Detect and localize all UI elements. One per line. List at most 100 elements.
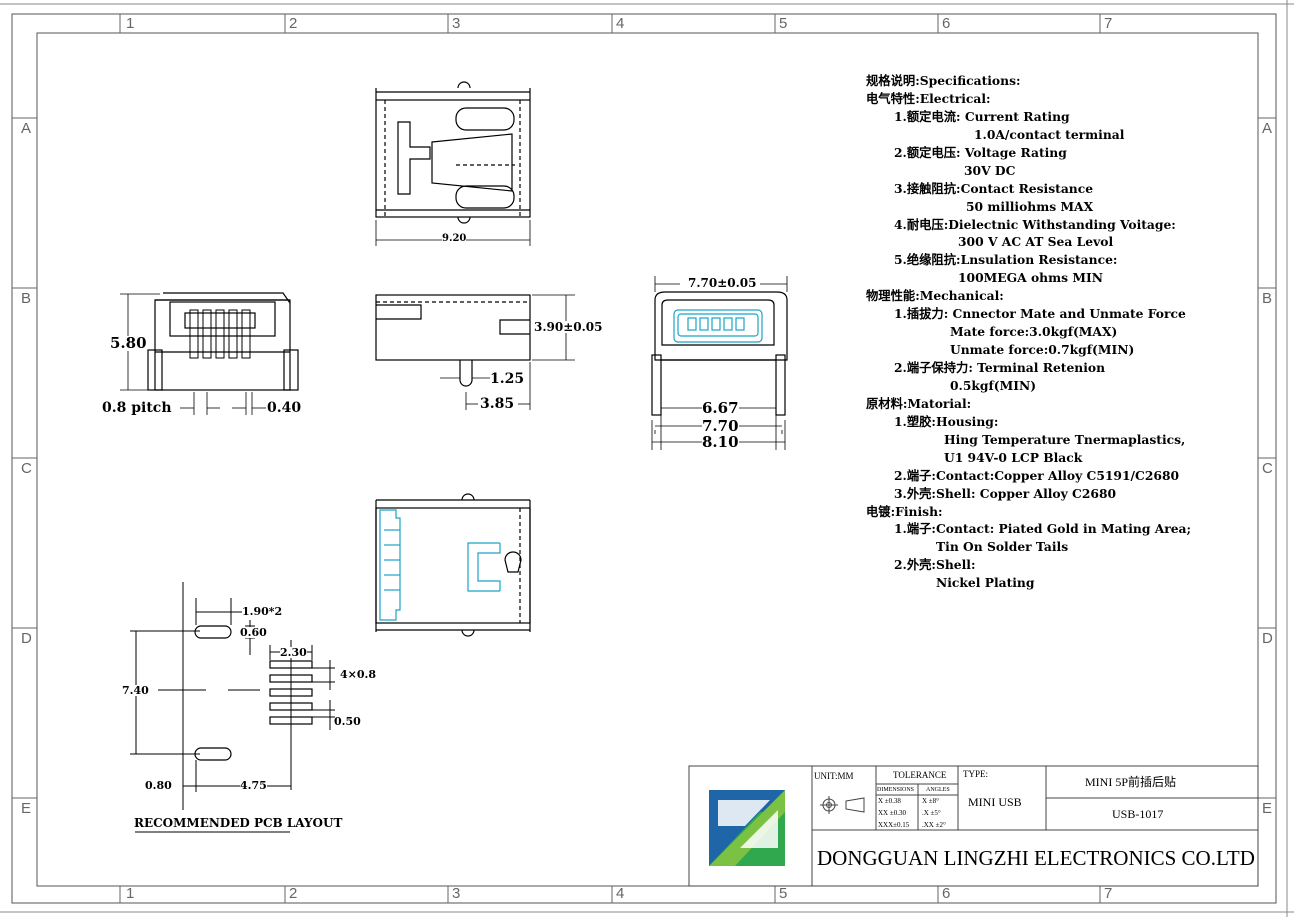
row-label-c-right: C	[1262, 460, 1273, 477]
type-value: MINI USB	[968, 795, 1022, 809]
spec-line: 2.额定电压: Voltage Rating	[894, 144, 1067, 160]
company-logo	[709, 790, 785, 866]
spec-line: 3.外壳:Shell: Copper Alloy C2680	[894, 485, 1117, 501]
company-name: DONGGUAN LINGZHI ELECTRONICS CO.LTD	[817, 846, 1255, 870]
tol-dim-row-3: XXX±0.15	[878, 821, 910, 829]
dim-label-peg-dia: 1.25	[490, 371, 525, 387]
tol-dim-row-2: XX ±0.30	[878, 809, 906, 817]
dim-label-side-height: 5.80	[110, 334, 147, 352]
dim-label-pcb-pitch: 4×0.8	[340, 668, 377, 681]
spec-line: 0.5kgf(MIN)	[950, 377, 1037, 393]
dim-label-pcb-slot-h: 0.60	[240, 626, 267, 639]
spec-line: 规格说明:Specifications:	[866, 73, 1021, 88]
tol-ang-row-2: .X ±5°	[922, 809, 941, 817]
row-label-e-right: E	[1262, 800, 1273, 817]
top-view	[375, 81, 531, 224]
col-label-7-bottom: 7	[1104, 885, 1113, 902]
spec-line: 30V DC	[964, 162, 1016, 178]
spec-line: 300 V AC AT Sea Levol	[958, 234, 1114, 250]
spec-line: 1.端子:Contact: Piated Gold in Mating Area…	[894, 521, 1192, 537]
front-view	[651, 291, 788, 416]
row-label-d-right: D	[1262, 630, 1273, 647]
tolerance-label: TOLERANCE	[893, 770, 947, 780]
row-label-b-right: B	[1262, 290, 1273, 307]
spec-line: 2.端子:Contact:Copper Alloy C5191/C2680	[894, 467, 1180, 483]
spec-line: 100MEGA ohms MIN	[958, 270, 1103, 286]
spec-line: 1.0A/contact terminal	[974, 126, 1125, 142]
unit-label: UNIT:MM	[814, 771, 854, 781]
col-label-6-bottom: 6	[942, 885, 951, 902]
col-label-5-bottom: 5	[779, 885, 788, 902]
tol-ang-row-3: .XX ±2°	[922, 821, 946, 829]
spec-line: 原材料:Matorial:	[866, 395, 972, 411]
dim-label-front-d2: 7.70	[702, 417, 739, 435]
spec-line: 1.额定电流: Current Rating	[894, 108, 1070, 124]
part-number: USB-1017	[1112, 807, 1164, 821]
dim-label-pcb-x1: 0.80	[145, 779, 172, 792]
dim-label-front-top: 7.70±0.05	[688, 276, 757, 290]
bottom-view	[375, 493, 531, 637]
dim-label-pitch: 0.8 pitch	[102, 400, 172, 416]
col-label-4-bottom: 4	[616, 885, 625, 902]
side-view	[375, 294, 531, 387]
zone-ticks	[12, 14, 1276, 903]
spec-line: 电气特性:Electrical:	[866, 90, 991, 106]
row-label-a-right: A	[1262, 120, 1273, 137]
dim-label-peg-offset: 3.85	[480, 396, 515, 412]
dim-label-pcb-slot: 1.90*2	[242, 605, 283, 618]
tol-ang-row-1: X ±8°	[922, 797, 939, 805]
spec-line: Unmate force:0.7kgf(MIN)	[950, 342, 1135, 358]
spec-line: 5.绝缘阻抗:Lnsulation Resistance:	[894, 252, 1118, 268]
col-label-6: 6	[942, 15, 951, 32]
dim-label-pin-width: 0.40	[267, 400, 302, 416]
spec-line: 2.外壳:Shell:	[894, 557, 976, 573]
col-label-7: 7	[1104, 15, 1113, 32]
spec-line: 物理性能:Mechanical:	[866, 288, 1004, 304]
spec-line: 4.耐电压:Dielectnic Withstanding Voitage:	[894, 216, 1176, 232]
dimensions-header: DIMENSIONS	[877, 787, 915, 793]
spec-line: U1 94V-0 LCP Black	[944, 449, 1083, 465]
dim-label-top-width: 9.20	[442, 233, 467, 244]
dim-label-body-height: 3.90±0.05	[534, 320, 603, 334]
col-label-3-bottom: 3	[452, 885, 461, 902]
dim-label-pcb-height: 7.40	[122, 684, 149, 697]
col-label-2-bottom: 2	[289, 885, 298, 902]
col-label-4: 4	[616, 15, 625, 32]
spec-line: 3.接触阻抗:Contact Resistance	[894, 180, 1094, 196]
spec-line: 2.端子保持力: Terminal Retenion	[894, 360, 1106, 375]
spec-line: Nickel Plating	[936, 575, 1035, 591]
spec-line: 1.插拔力: Cnnector Mate and Unmate Force	[894, 306, 1186, 322]
row-label-a: A	[21, 120, 32, 137]
spec-line: Tin On Solder Tails	[936, 539, 1069, 555]
dim-label-pcb-x2: 4.75	[240, 779, 267, 792]
row-label-b: B	[21, 290, 32, 307]
row-label-e: E	[21, 800, 32, 817]
spec-line: Hing Temperature Tnermaplastics,	[944, 431, 1186, 447]
product-name: MINI 5P前插后贴	[1085, 775, 1177, 789]
col-label-2: 2	[289, 15, 298, 32]
pin-view	[147, 292, 299, 391]
spec-line: Mate force:3.0kgf(MAX)	[950, 324, 1118, 340]
tol-dim-row-1: X ±0.38	[878, 797, 901, 805]
col-label-1-bottom: 1	[126, 885, 135, 902]
inner-border	[36, 32, 1259, 887]
col-label-1: 1	[126, 15, 135, 32]
angles-header: ANGLES	[926, 787, 950, 793]
row-label-d: D	[21, 630, 32, 647]
dim-side	[440, 294, 575, 410]
pcb-layout	[130, 582, 335, 833]
spec-line: 1.塑胶:Housing:	[894, 413, 999, 429]
specifications-list: 规格说明:Specifications: 电气特性:Electrical: 1.额定…	[866, 72, 1266, 592]
dim-label-front-d3: 8.10	[702, 433, 739, 451]
dim-label-pcb-pad-w: 0.50	[334, 715, 361, 728]
type-label: TYPE:	[963, 769, 989, 779]
spec-line: 50 milliohms MAX	[966, 198, 1094, 214]
dim-label-pcb-pad-len: 2.30	[280, 646, 307, 659]
spec-line: 电镀:Finish:	[866, 503, 943, 519]
col-label-5: 5	[779, 15, 788, 32]
title-block-lines	[688, 765, 1259, 887]
pcb-layout-title: RECOMMENDED PCB LAYOUT	[134, 816, 343, 830]
col-label-3: 3	[452, 15, 461, 32]
dim-5-80	[120, 293, 266, 415]
